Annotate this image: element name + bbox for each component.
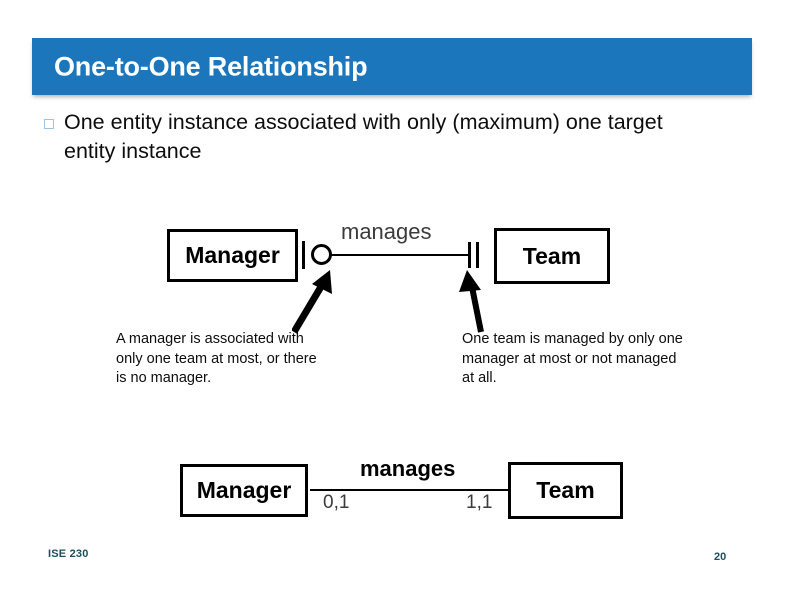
relationship-label-minmax: manages — [360, 456, 456, 481]
relationship-label-crowsfoot: manages — [341, 219, 432, 244]
footer-page-number: 20 — [714, 551, 727, 563]
bullet-item-text: One entity instance associated with only… — [64, 110, 663, 163]
annotation-arrow-left-icon — [292, 270, 332, 334]
cardinality-label-left: 0,1 — [323, 492, 350, 513]
page-title: One-to-One Relationship — [54, 51, 368, 81]
entity-box-team-minmax: Team — [508, 462, 623, 519]
square-outline-bullet-icon — [44, 119, 54, 129]
one-bar-icon-right-b — [476, 242, 479, 268]
note-manager-side: A manager is associated with only one te… — [116, 331, 317, 386]
footer-course-code: ISE 230 — [48, 548, 89, 560]
entity-box-team-crowsfoot: Team — [494, 228, 610, 284]
relationship-line-minmax — [310, 489, 508, 491]
zero-circle-icon-left — [311, 244, 332, 265]
relationship-line-crowsfoot — [330, 254, 470, 256]
annotation-arrow-right-icon — [459, 270, 484, 333]
entity-box-manager-crowsfoot: Manager — [167, 229, 298, 282]
one-bar-icon-right-a — [468, 242, 471, 268]
bullet-list: One entity instance associated with only… — [44, 108, 744, 166]
entity-box-manager-minmax: Manager — [180, 464, 308, 517]
one-bar-icon-left — [302, 241, 305, 269]
note-team-side: One team is managed by only one manager … — [462, 331, 683, 386]
slide-title-bar: One-to-One Relationship — [32, 38, 752, 95]
cardinality-label-right: 1,1 — [466, 492, 493, 513]
